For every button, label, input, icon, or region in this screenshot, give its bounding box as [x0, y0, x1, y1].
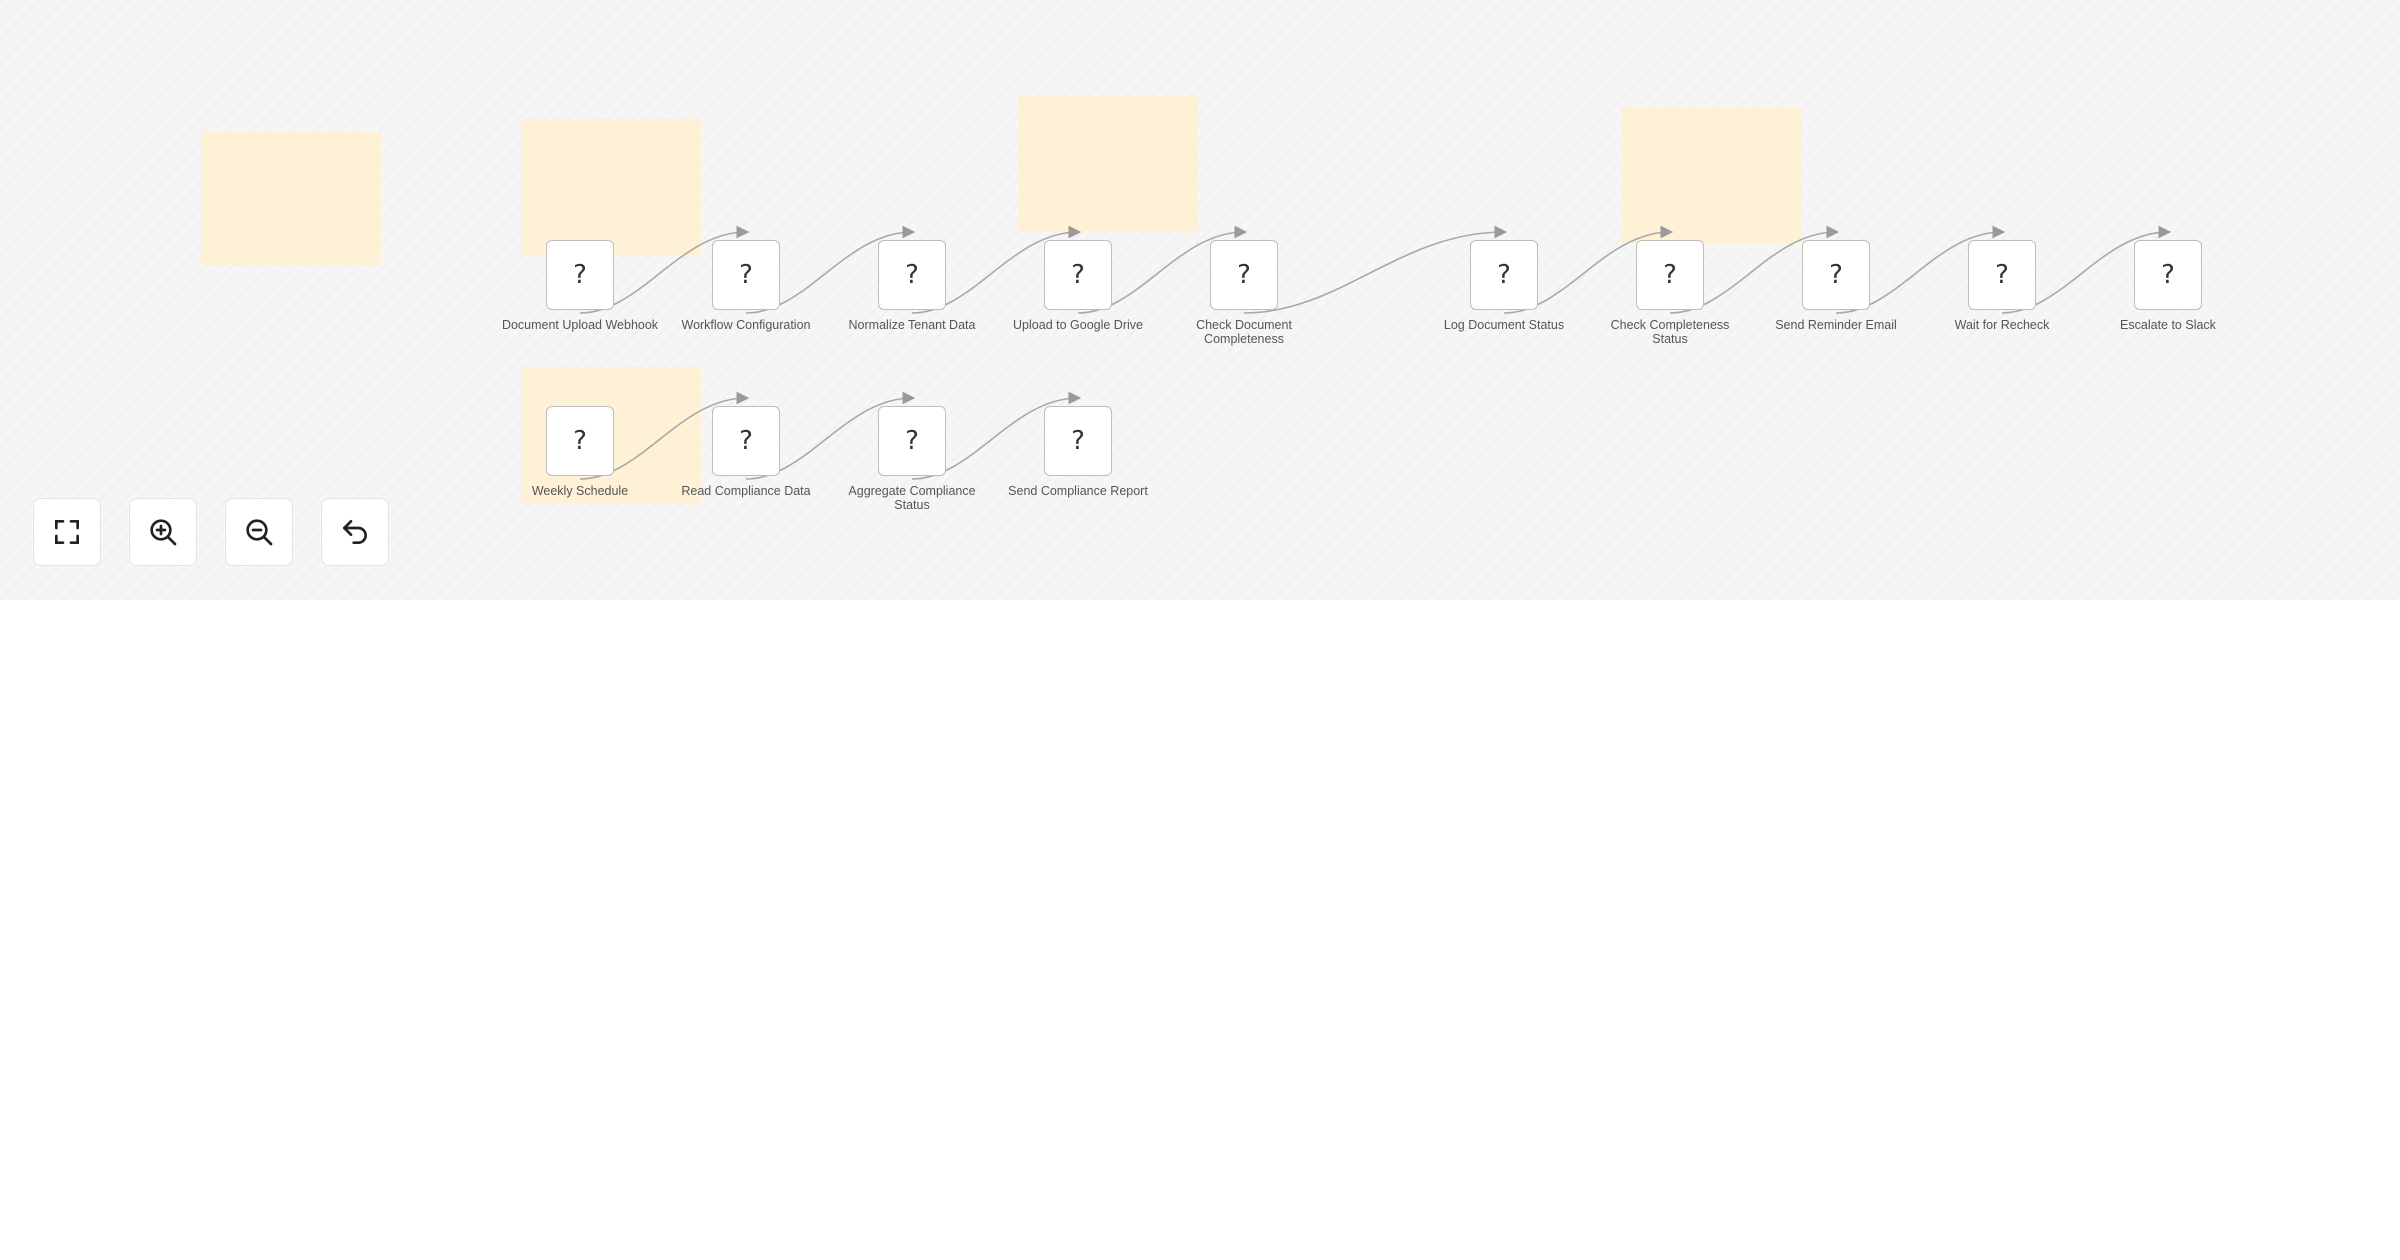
- unknown-node-icon: ?: [905, 426, 919, 456]
- zoom-in-icon: [150, 519, 177, 546]
- node-label: Wait for Recheck: [1954, 318, 2050, 332]
- fit-view-icon: [55, 520, 79, 544]
- workflow-canvas[interactable]: ? Document Upload Webhook ? Workflow Con…: [0, 0, 2400, 600]
- workflow-node[interactable]: ?: [1044, 240, 1112, 310]
- workflow-node[interactable]: ?: [546, 240, 614, 310]
- undo-icon: [343, 520, 367, 544]
- unknown-node-icon: ?: [739, 260, 753, 290]
- unknown-node-icon: ?: [573, 426, 587, 456]
- sticky-note[interactable]: [1018, 96, 1198, 232]
- workflow-node[interactable]: ?: [546, 406, 614, 476]
- node-label: Log Document Status: [1443, 318, 1565, 332]
- unknown-node-icon: ?: [1071, 426, 1085, 456]
- unknown-node-icon: ?: [1237, 260, 1251, 290]
- workflow-node[interactable]: ?: [1802, 240, 1870, 310]
- unknown-node-icon: ?: [1995, 260, 2009, 290]
- connection-line: [1243, 225, 1508, 314]
- zoom-out-icon: [246, 519, 273, 546]
- node-label: Upload to Google Drive: [1013, 318, 1143, 332]
- zoom-in-button[interactable]: [129, 498, 197, 566]
- workflow-node[interactable]: ?: [878, 406, 946, 476]
- node-label: Aggregate Compliance Status: [848, 484, 976, 512]
- node-label: Check Document Completeness: [1196, 318, 1292, 346]
- unknown-node-icon: ?: [1071, 260, 1085, 290]
- sticky-note[interactable]: [1622, 107, 1802, 243]
- node-label: Check Completeness Status: [1610, 318, 1730, 346]
- unknown-node-icon: ?: [1829, 260, 1843, 290]
- node-label: Read Compliance Data: [681, 484, 811, 498]
- workflow-node[interactable]: ?: [1210, 240, 1278, 310]
- node-label: Workflow Configuration: [681, 318, 811, 332]
- reset-zoom-button[interactable]: [321, 498, 389, 566]
- workflow-node[interactable]: ?: [712, 240, 780, 310]
- unknown-node-icon: ?: [1497, 260, 1511, 290]
- workflow-node[interactable]: ?: [1470, 240, 1538, 310]
- fit-view-button[interactable]: [33, 498, 101, 566]
- workflow-node[interactable]: ?: [1968, 240, 2036, 310]
- node-label: Send Reminder Email: [1775, 318, 1897, 332]
- unknown-node-icon: ?: [905, 260, 919, 290]
- node-label: Weekly Schedule: [531, 484, 629, 498]
- workflow-node[interactable]: ?: [1636, 240, 1704, 310]
- zoom-out-button[interactable]: [225, 498, 293, 566]
- node-label: Normalize Tenant Data: [848, 318, 976, 332]
- unknown-node-icon: ?: [573, 260, 587, 290]
- workflow-node[interactable]: ?: [878, 240, 946, 310]
- workflow-node[interactable]: ?: [2134, 240, 2202, 310]
- unknown-node-icon: ?: [2161, 260, 2175, 290]
- node-label: Document Upload Webhook: [501, 318, 659, 332]
- workflow-node[interactable]: ?: [712, 406, 780, 476]
- node-label: Send Compliance Report: [1008, 484, 1148, 498]
- node-label: Escalate to Slack: [2120, 318, 2216, 332]
- sticky-note[interactable]: [201, 131, 381, 266]
- unknown-node-icon: ?: [739, 426, 753, 456]
- unknown-node-icon: ?: [1663, 260, 1677, 290]
- workflow-node[interactable]: ?: [1044, 406, 1112, 476]
- sticky-note[interactable]: [521, 119, 701, 255]
